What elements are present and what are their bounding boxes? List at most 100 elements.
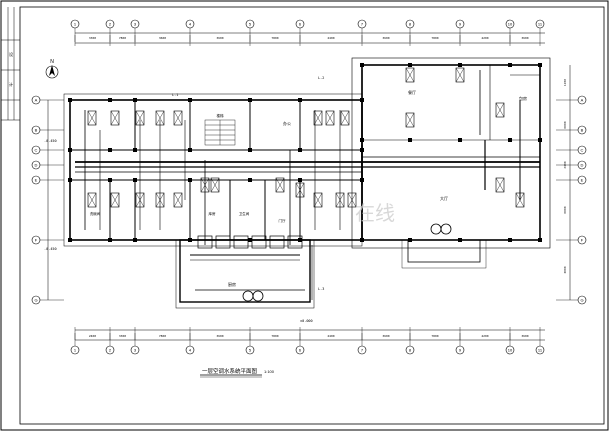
title-block-cell-2: 计 [9, 81, 13, 87]
svg-text:E: E [35, 178, 38, 183]
dimension-label: 2400 [327, 334, 334, 338]
drawing-title-block: 一层空调水系统平面图 1:100 [200, 367, 275, 378]
fan-coil-unit [405, 112, 415, 128]
column [298, 178, 302, 182]
north-label: N [50, 59, 54, 65]
svg-text:C: C [581, 148, 584, 153]
pipe-tag-1: L-1 [172, 93, 178, 97]
column [508, 63, 512, 67]
column [408, 238, 412, 242]
svg-text:D: D [581, 163, 584, 168]
fan-coil-unit [325, 110, 335, 126]
axis-bubble-10: 10 [505, 19, 515, 29]
svg-text:E: E [581, 178, 584, 183]
svg-text:9: 9 [459, 348, 462, 353]
axis-bubble-G: G [577, 295, 587, 305]
axis-bubble-G: G [31, 295, 41, 305]
dimension-label: 7800 [271, 334, 278, 338]
axis-bubble-F: F [577, 235, 587, 245]
column [133, 98, 137, 102]
room-label-stair: 楼梯 [217, 113, 224, 118]
axis-bubble-B: B [577, 125, 587, 135]
axis-bubble-4: 4 [185, 345, 195, 355]
elev-tag-2: -0.450 [44, 247, 57, 251]
svg-text:A: A [581, 98, 584, 103]
fan-coil-unit [313, 110, 323, 126]
fan-coil-unit [495, 177, 505, 193]
axis-bubble-3: 3 [130, 345, 140, 355]
room-label-kitchen: 厨房 [228, 281, 236, 287]
dimension-label: 2400 [327, 36, 334, 40]
axis-bubble-E: E [577, 175, 587, 185]
dimension-label: 3600 [159, 36, 166, 40]
axis-bubble-9: 9 [455, 345, 465, 355]
svg-text:7: 7 [361, 348, 364, 353]
column [508, 238, 512, 242]
axis-bubble-2: 2 [105, 19, 115, 29]
stair [204, 119, 236, 146]
svg-text:4: 4 [189, 22, 192, 27]
fan-coil-unit [110, 192, 120, 208]
column [248, 178, 252, 182]
svg-text:8: 8 [409, 22, 412, 27]
axis-bubble-F: F [31, 235, 41, 245]
axis-bubble-5: 5 [245, 345, 255, 355]
fan-coil-unit [495, 102, 505, 118]
room-label-store: 库房 [209, 211, 216, 216]
pipe-tag-2: L-2 [318, 76, 324, 80]
column [108, 98, 112, 102]
axis-bubble-C: C [577, 145, 587, 155]
room-label-office: 办公 [283, 120, 291, 126]
dimension-label: 3600 [382, 36, 389, 40]
column [408, 138, 412, 142]
north-arrow-icon: N [45, 59, 59, 79]
svg-text:6: 6 [299, 348, 302, 353]
axis-bubble-B: B [31, 125, 41, 135]
room-label-right: 餐厅 [408, 89, 416, 95]
dimension-label: 7800 [431, 334, 438, 338]
column [108, 148, 112, 152]
svg-text:1: 1 [74, 22, 77, 27]
dimension-label: 4200 [481, 334, 488, 338]
column [68, 148, 72, 152]
svg-text:D: D [35, 163, 38, 168]
axis-bubble-C: C [31, 145, 41, 155]
fan-coil-unit [87, 110, 97, 126]
dimension-label: 1200 [563, 79, 567, 86]
svg-text:B: B [35, 128, 38, 133]
svg-text:2: 2 [109, 348, 112, 353]
axis-bubble-6: 6 [295, 345, 305, 355]
dimension-label: 2400 [563, 161, 567, 168]
column [108, 238, 112, 242]
elev-tag-1: -0.450 [44, 139, 57, 143]
axis-bubble-1: 1 [70, 345, 80, 355]
watermark: 在线 [355, 202, 395, 225]
room-label-lobby: 门厅 [279, 218, 287, 223]
column [458, 138, 462, 142]
axis-bubble-1: 1 [70, 19, 80, 29]
fan-coil-unit [340, 110, 350, 126]
svg-text:6: 6 [299, 22, 302, 27]
svg-text:7: 7 [361, 22, 364, 27]
column [68, 178, 72, 182]
dimension-label: 3600 [521, 334, 528, 338]
fan-coil-unit [173, 110, 183, 126]
axis-bubble-7: 7 [357, 345, 367, 355]
fan-coil-unit [295, 182, 305, 198]
dimension-label: 3600 [382, 334, 389, 338]
column [248, 238, 252, 242]
fan-coil-unit [87, 192, 97, 208]
dimension-label: 3000 [563, 266, 567, 273]
svg-text:F: F [581, 238, 584, 243]
fan-coil-unit [173, 192, 183, 208]
dimension-label: 7800 [119, 36, 126, 40]
column [188, 148, 192, 152]
column [133, 178, 137, 182]
dimension-label: 6000 [563, 121, 567, 128]
chilled-water-pipes [75, 70, 540, 300]
svg-text:F: F [35, 238, 38, 243]
